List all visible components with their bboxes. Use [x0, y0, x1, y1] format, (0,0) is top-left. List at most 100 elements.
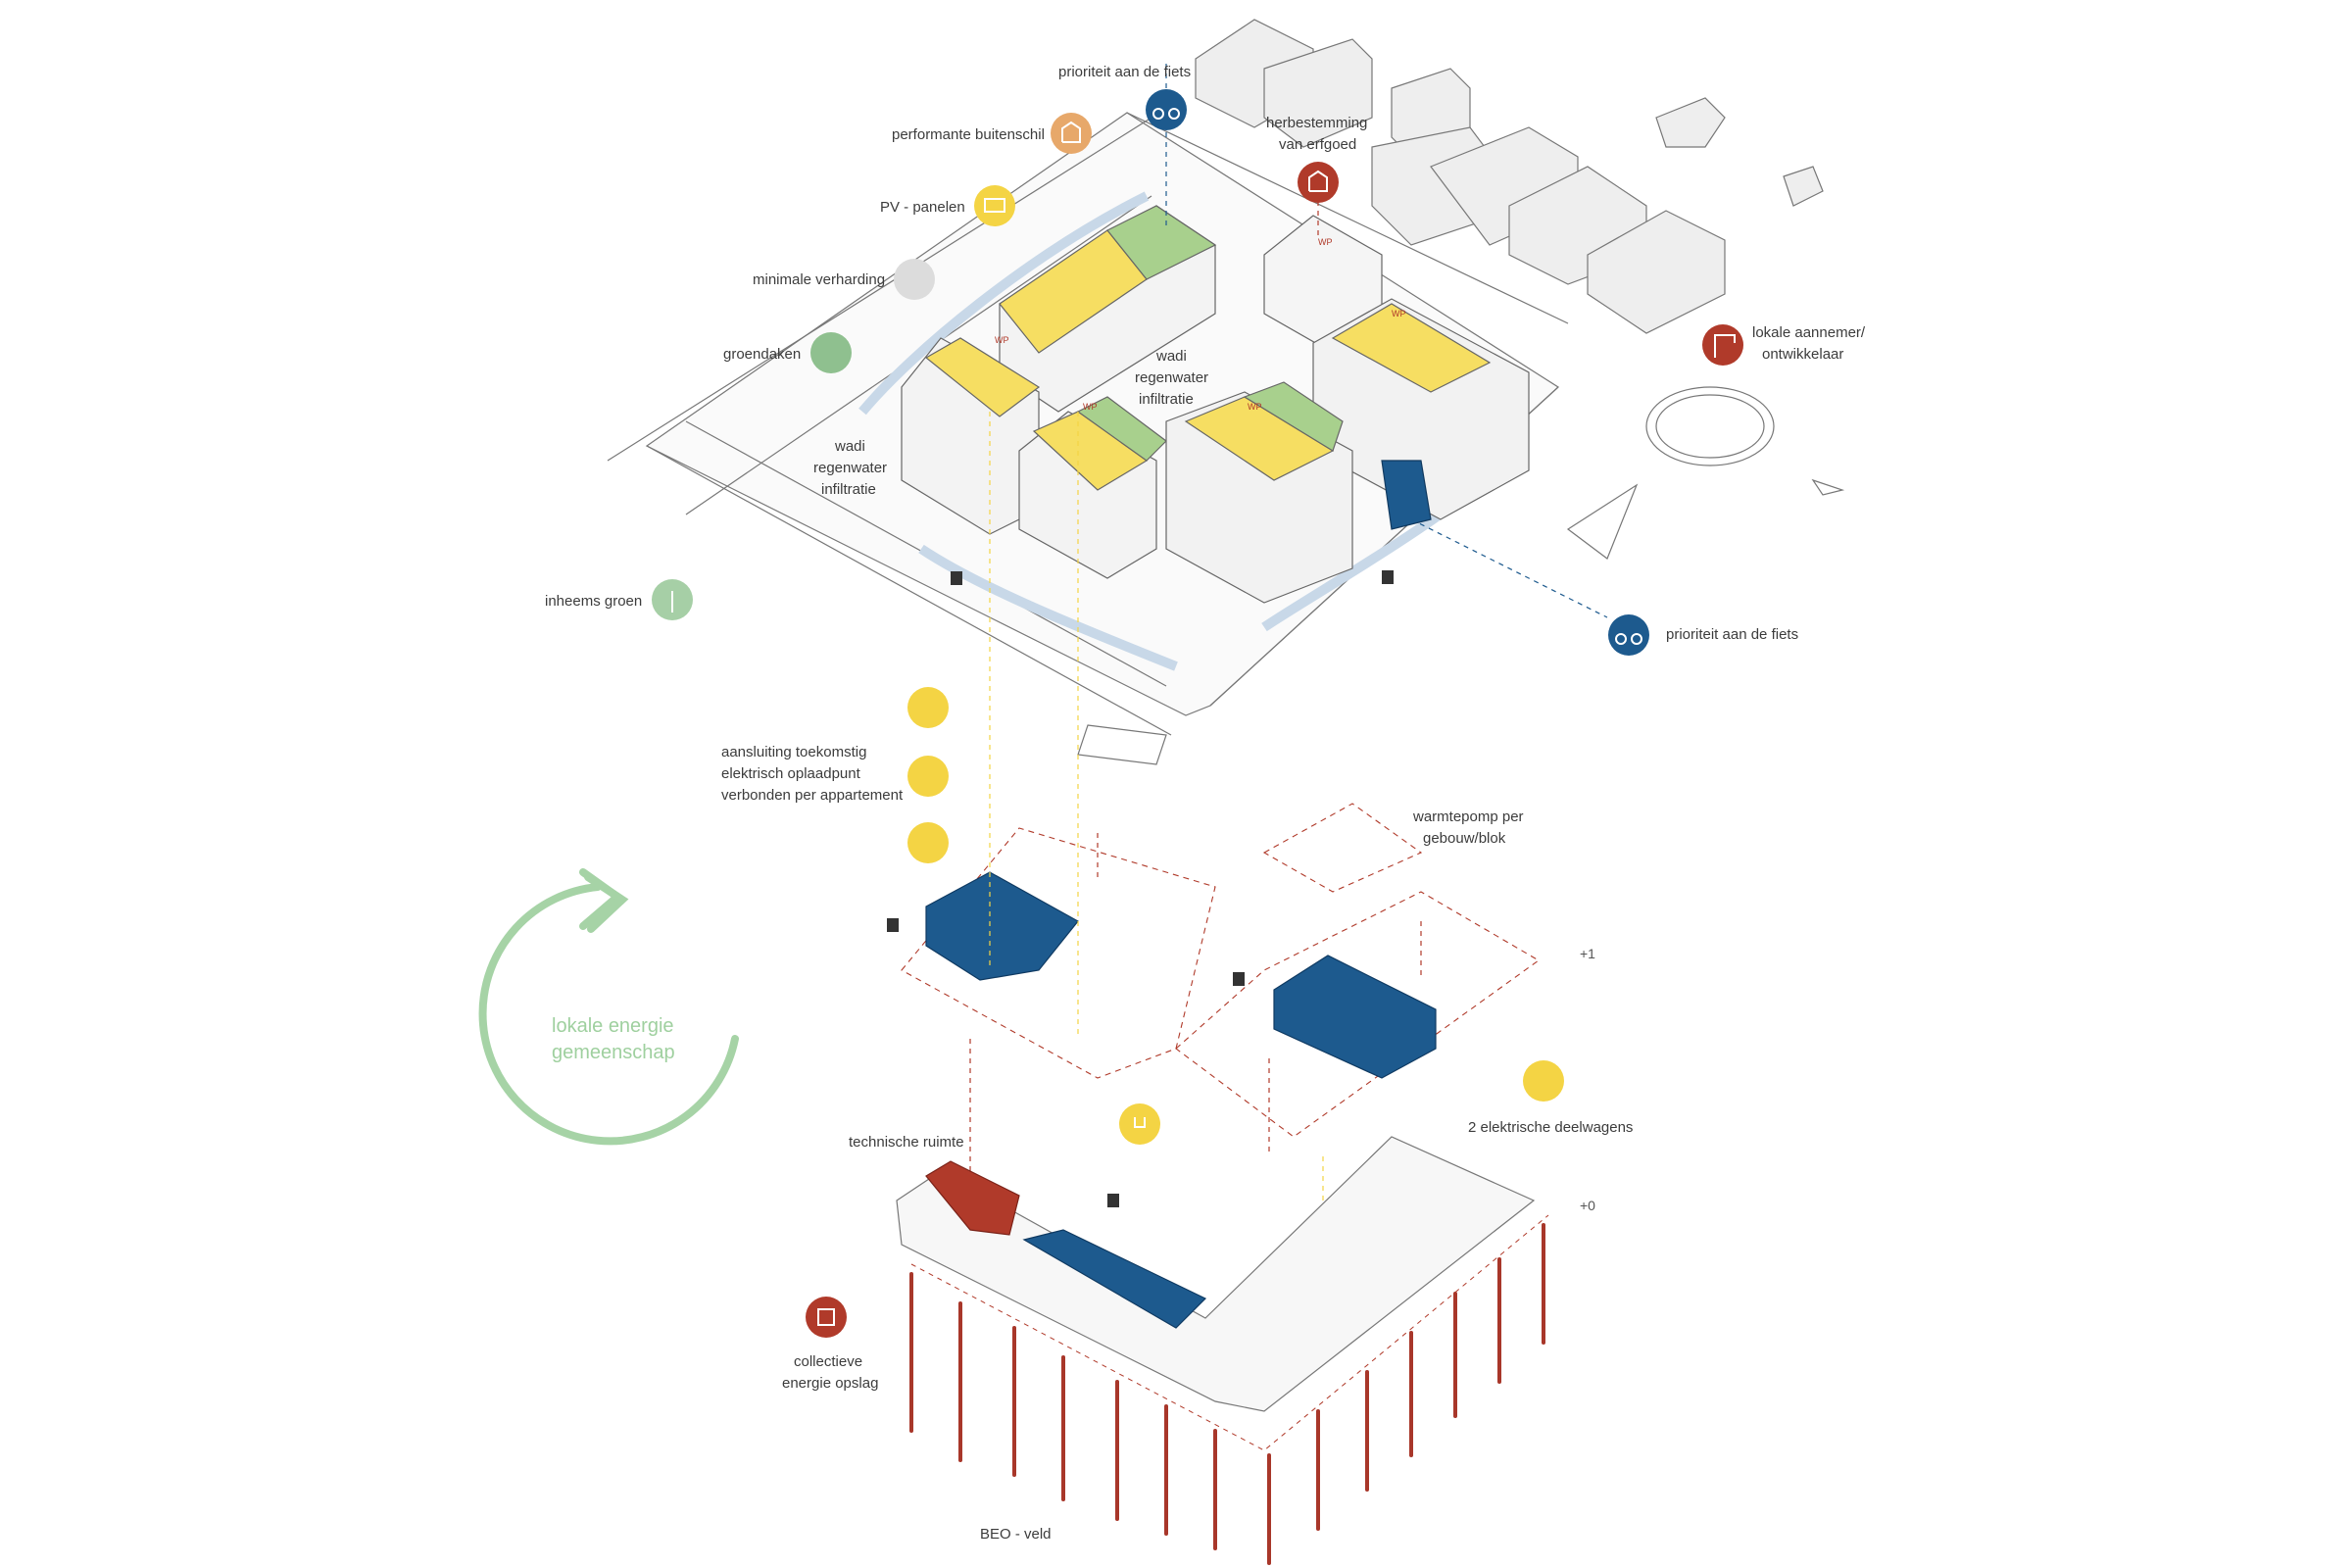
label-wadi-center: wadi	[1155, 348, 1187, 365]
label-herbestemming: herbestemming	[1266, 115, 1367, 131]
wp-tag: WP	[1248, 402, 1262, 412]
battery-glyph	[817, 1308, 835, 1326]
parking-markers	[887, 570, 1394, 1207]
label-wadi-left: regenwater	[813, 460, 887, 476]
neighbour-houses	[1195, 19, 1824, 334]
green-roof-icon	[810, 332, 852, 373]
wadi-strip-bottom	[918, 544, 1178, 671]
roundabout	[1645, 386, 1775, 466]
label-collectieve: collectieve	[794, 1353, 862, 1370]
label-groendaken: groendaken	[723, 346, 801, 363]
label-wadi-center: regenwater	[1135, 369, 1208, 386]
label-lokale-aannemer: lokale aannemer/	[1752, 324, 1866, 341]
label-level-zero: +0	[1580, 1198, 1595, 1213]
parking-sign	[951, 571, 962, 585]
level-plus1	[901, 803, 1541, 1138]
house-glyph	[1308, 170, 1328, 192]
road-spur	[1077, 724, 1167, 765]
label-collectieve: energie opslag	[782, 1375, 878, 1392]
level-zero	[896, 1136, 1536, 1412]
level1-outline-left	[901, 827, 1216, 1079]
plug-glyph	[1134, 1117, 1146, 1128]
label-wadi-left: infiltratie	[821, 481, 876, 498]
label-beo: BEO - veld	[980, 1526, 1052, 1543]
label-minimale: minimale verharding	[753, 271, 885, 288]
charging-icon	[907, 756, 949, 797]
bike-icon	[1146, 89, 1187, 130]
label-herbestemming: van erfgoed	[1279, 136, 1356, 153]
label-aansluiting: aansluiting toekomstig	[721, 744, 866, 760]
wp-tag: WP	[1318, 237, 1333, 247]
road-top-right	[1126, 112, 1569, 324]
crane-icon	[1702, 324, 1743, 366]
house-icon	[1051, 113, 1092, 154]
label-warmtepomp: warmtepomp per	[1412, 808, 1524, 825]
wp-tag: WP	[995, 335, 1009, 345]
bike-wheel	[1152, 108, 1164, 120]
label-lokale-energie: lokale energie	[552, 1015, 674, 1037]
label-deelwagens: 2 elektrische deelwagens	[1468, 1119, 1633, 1136]
paving-icon	[894, 259, 935, 300]
road-bottom	[646, 445, 1172, 736]
house-block	[1783, 166, 1824, 207]
bike-icon	[1608, 614, 1649, 656]
label-wadi-center: infiltratie	[1139, 391, 1194, 408]
wp-tag: WP	[1083, 402, 1098, 412]
wp-tag: WP	[1392, 309, 1406, 318]
labels: prioriteit aan de fiets performante buit…	[545, 64, 1866, 1543]
blue-parking	[1022, 1229, 1207, 1329]
parking-sign	[887, 918, 899, 932]
level1-outline-right	[1262, 803, 1423, 893]
cycle-arrow-arc	[478, 883, 739, 1146]
green-roof	[1243, 381, 1344, 452]
blue-link	[1410, 518, 1608, 618]
house-glyph	[1061, 121, 1081, 143]
technical-room	[925, 1160, 1020, 1236]
plug-icon	[1119, 1103, 1160, 1145]
traffic-island-2	[1811, 478, 1845, 496]
beo-pipes	[909, 1223, 1545, 1565]
solar-panel-icon	[907, 687, 949, 728]
level1-outline-mid	[1175, 891, 1541, 1138]
bike-wheel	[1168, 108, 1180, 120]
bike-storage-block	[1381, 460, 1432, 530]
label-level-plus1: +1	[1580, 946, 1595, 961]
label-performante: performante buitenschil	[892, 126, 1045, 143]
label-prioriteit-top: prioriteit aan de fiets	[1058, 64, 1191, 80]
crane-glyph	[1714, 334, 1736, 358]
bike-wheel	[1615, 633, 1627, 645]
label-prioriteit-right: prioriteit aan de fiets	[1666, 626, 1798, 643]
cycle-arrowhead	[584, 873, 629, 933]
parking-sign	[1382, 570, 1394, 584]
wp-tags: WP WP WP WP WP	[995, 237, 1406, 412]
blue-block-right	[1273, 955, 1437, 1079]
level1-blocks	[925, 871, 1437, 1079]
label-technische: technische ruimte	[849, 1134, 964, 1151]
buildings	[901, 205, 1530, 604]
bike-wheel	[1631, 633, 1642, 645]
label-inheems: inheems groen	[545, 593, 642, 610]
label-pv: PV - panelen	[880, 199, 965, 216]
label-aansluiting: verbonden per appartement	[721, 787, 904, 804]
parking-sign	[1233, 972, 1245, 986]
battery-storage-icon	[806, 1297, 847, 1338]
icon-glyphs	[671, 108, 1736, 1326]
solar-panel-icon	[974, 185, 1015, 226]
roundabout-inner	[1655, 394, 1765, 459]
label-warmtepomp: gebouw/blok	[1423, 830, 1506, 847]
road-left	[607, 117, 1152, 462]
blue-block-left	[925, 871, 1079, 981]
house-block	[1655, 97, 1726, 148]
label-aansluiting: elektrisch oplaadpunt	[721, 765, 861, 782]
ground-floor-slab	[896, 1136, 1536, 1412]
wadi-strip-left	[858, 191, 1150, 416]
shared-car-icon	[1523, 1060, 1564, 1102]
panel-glyph	[984, 198, 1005, 213]
pv-roof	[1331, 303, 1492, 393]
parking-sign	[1107, 1194, 1119, 1207]
label-wadi-left: wadi	[834, 438, 865, 455]
house-block	[1263, 38, 1373, 148]
green-roof	[1106, 205, 1217, 280]
label-lokale-aannemer: ontwikkelaar	[1762, 346, 1843, 363]
